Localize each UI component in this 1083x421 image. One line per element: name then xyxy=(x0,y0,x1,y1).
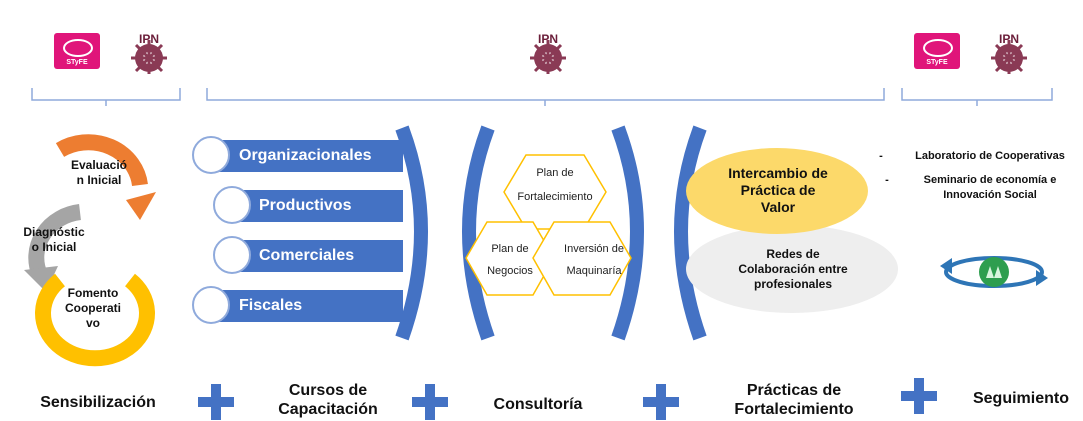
course-circle-2 xyxy=(213,186,251,224)
paren-2 xyxy=(462,125,495,341)
ipn-logo-center: IPN xyxy=(527,30,569,76)
styfe-logo-right: STyFE xyxy=(914,33,960,69)
paren-4 xyxy=(674,125,707,341)
course-circle-3 xyxy=(213,236,251,274)
course-bar-productivos: Productivos xyxy=(232,190,403,222)
cycle-arrow-yellow xyxy=(35,273,155,367)
hex-left xyxy=(465,221,555,296)
brace-center xyxy=(206,88,885,106)
ipn-logo-right: IPN xyxy=(988,30,1030,76)
recycle-icon xyxy=(940,256,1048,288)
paren-3 xyxy=(611,125,644,341)
bullet-2: - xyxy=(885,174,889,186)
oval-intercambio xyxy=(686,148,868,234)
cycle-arrow-gray xyxy=(28,204,82,279)
label-sensibilizacion: Sensibilización xyxy=(40,394,156,411)
brace-right xyxy=(901,88,1053,106)
plus-icon-3 xyxy=(643,384,679,420)
course-circle-4 xyxy=(192,286,230,324)
styfe-logo: STyFE xyxy=(54,33,100,69)
ipn-logo: IPN xyxy=(128,30,170,76)
brace-left xyxy=(31,88,181,106)
label-consultoria: Consultoría xyxy=(493,396,583,413)
bullet-1: - xyxy=(879,150,883,162)
cycle-arrow-orange xyxy=(55,134,148,187)
plus-icon-1 xyxy=(198,384,234,420)
label-seguimiento: Seguimiento xyxy=(972,390,1069,407)
paren-1 xyxy=(395,125,428,341)
course-circle-1 xyxy=(192,136,230,174)
oval-redes xyxy=(686,225,898,313)
plus-icon-4 xyxy=(901,378,937,414)
course-bar-organizacionales: Organizacionales xyxy=(210,140,403,172)
course-bar-comerciales: Comerciales xyxy=(232,240,403,272)
plus-icon-2 xyxy=(412,384,448,420)
followup-item-laboratorio: Laboratorio de Cooperativas xyxy=(915,150,1065,162)
course-bar-fiscales: Fiscales xyxy=(210,290,403,322)
hex-right xyxy=(532,221,632,296)
